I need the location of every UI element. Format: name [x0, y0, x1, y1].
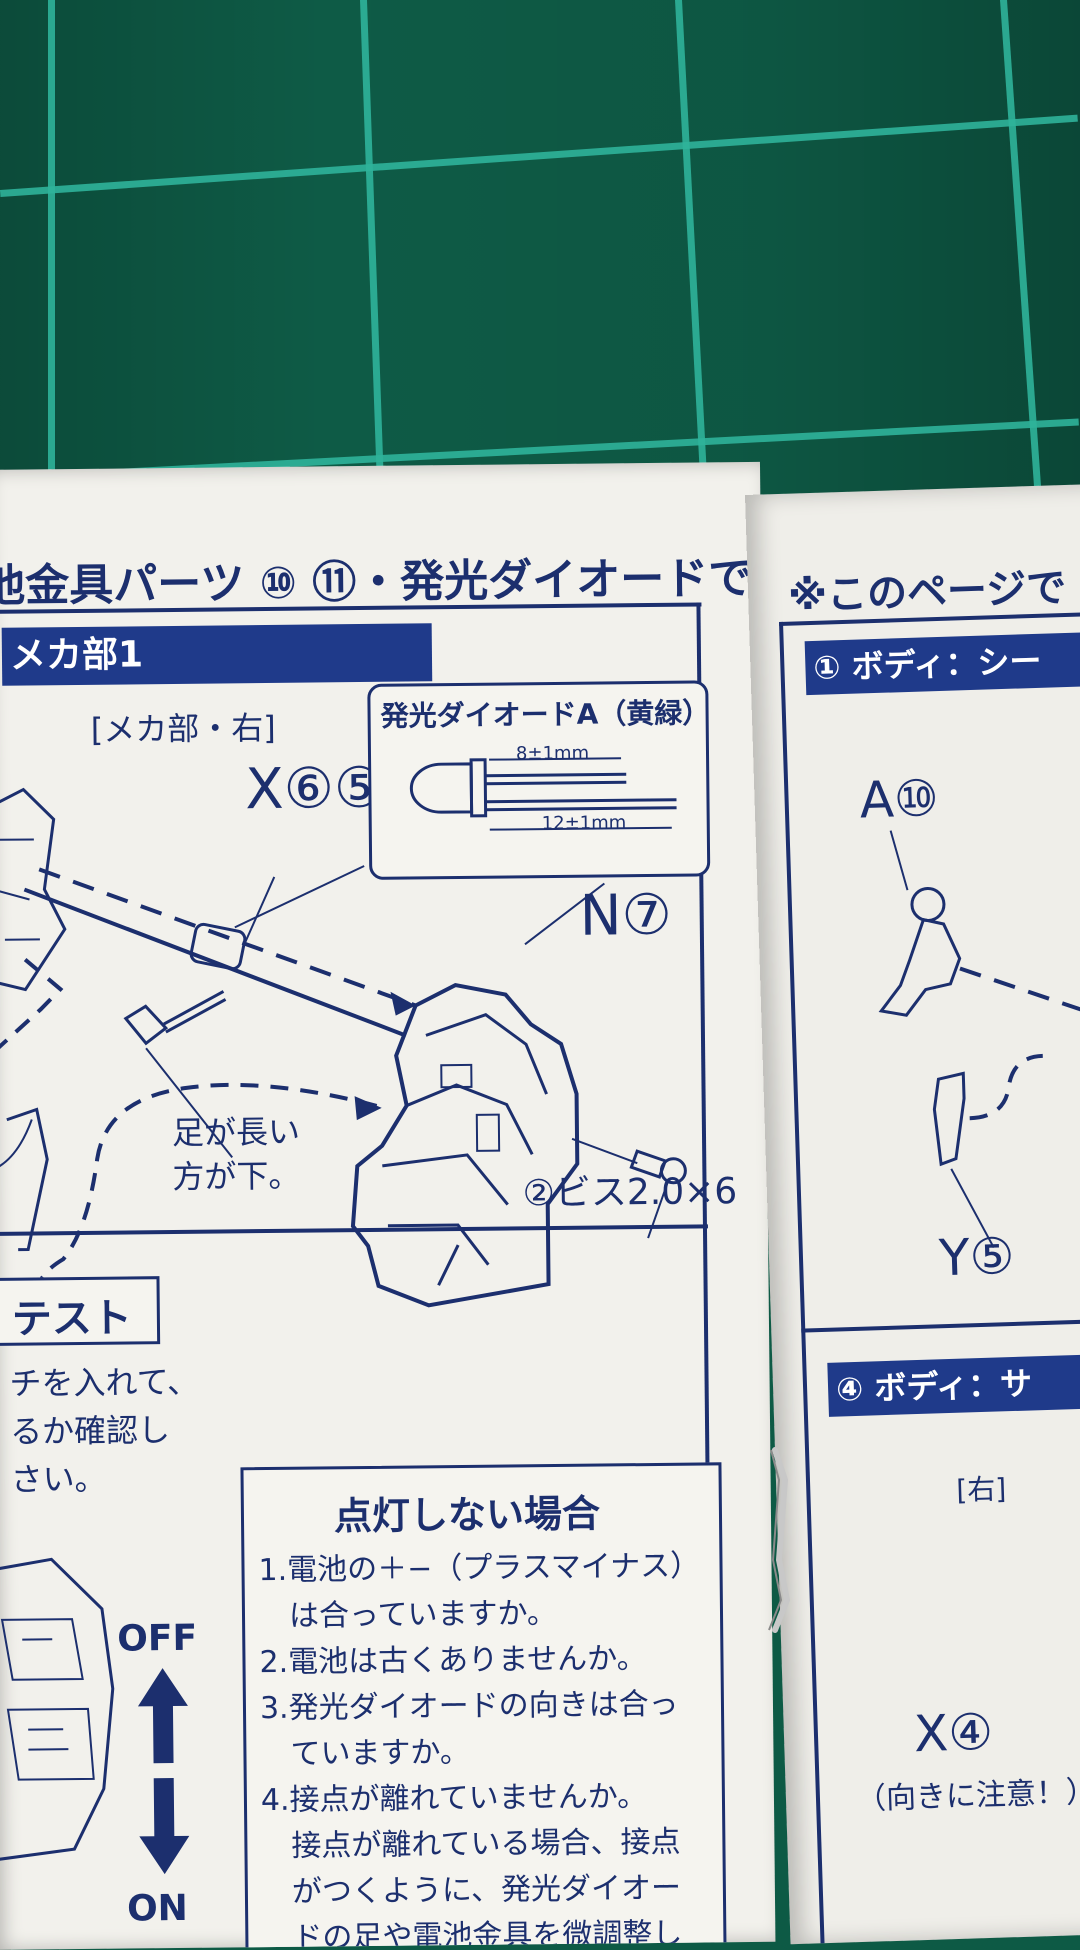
- test-text-line: チを入れて、: [9, 1362, 200, 1403]
- troubleshoot-list: 1.電池の＋−（プラスマイナス） は合っていますか。 2.電池は古くありませんか…: [258, 1544, 704, 1950]
- troubleshoot-item: 4.接点が離れていませんか。: [260, 1779, 648, 1819]
- part-label-y5: Y⑤: [938, 1226, 1016, 1288]
- test-title-box: テスト: [0, 1276, 161, 1347]
- troubleshoot-item: ドの足や電池金具を微調整し: [262, 1916, 683, 1950]
- test-text: チを入れて、 るか確認し さい。: [9, 1358, 200, 1504]
- switch-off-label: OFF: [117, 1617, 198, 1660]
- pilot-figure-diagram: [878, 830, 1080, 1249]
- right-side-label: [右]: [955, 1472, 1007, 1507]
- cutting-mat: [0, 0, 1080, 520]
- section-bar-mecha1: メカ部1: [1, 623, 433, 686]
- right-header-text: ※このページで: [787, 564, 1067, 620]
- troubleshoot-item: 3.発光ダイオードの向きは合っ: [259, 1686, 679, 1727]
- arrow-up-icon: [137, 1668, 188, 1764]
- orientation-note: （向きに注意！）: [855, 1774, 1080, 1818]
- left-page: 池金具パーツ ⑩ ⑪・発光ダイオードです。 メカ部1 [メカ部・右] X⑥⑤ 発…: [0, 461, 776, 1950]
- grid-line: [360, 0, 386, 520]
- switch-on-label: ON: [126, 1887, 189, 1930]
- leg-note-line2: 方が下。: [172, 1156, 301, 1197]
- test-text-line: さい。: [10, 1459, 107, 1499]
- grid-line: [0, 114, 1078, 197]
- part-label-x4: X④: [913, 1702, 994, 1764]
- test-text-line: るか確認し: [9, 1411, 171, 1451]
- led-callout-box: 発光ダイオードA（黄緑） 8±1mm 12±1mm: [367, 680, 710, 880]
- assembly-diagram: [0, 787, 687, 1342]
- screw-label: ②ビス2.0×6: [522, 1171, 738, 1215]
- staple: [768, 1447, 791, 1633]
- arrow-down-icon: [139, 1778, 190, 1875]
- troubleshoot-title: 点灯しない場合: [333, 1491, 601, 1539]
- grid-line: [48, 0, 55, 520]
- led-diagram: [409, 757, 677, 831]
- body-sketch: [0, 1557, 115, 1862]
- right-page: ※このページで ① ボディ：シー A⑩ Y⑤ ④ ボディ：サ [右] X④ （向…: [745, 483, 1080, 1945]
- troubleshoot-item: 接点が離れている場合、接点: [261, 1824, 681, 1865]
- troubleshoot-item: ていますか。: [260, 1734, 471, 1773]
- troubleshoot-item: は合っていますか。: [258, 1596, 558, 1635]
- troubleshoot-item: 2.電池は古くありませんか。: [259, 1641, 647, 1681]
- test-title: テスト: [11, 1295, 133, 1343]
- troubleshoot-item: がつくように、発光ダイオー: [261, 1870, 682, 1911]
- grid-line: [1000, 0, 1044, 519]
- leg-note-line1: 足が長い: [171, 1112, 301, 1153]
- section-bar-body-side: ④ ボディ：サ: [827, 1352, 1080, 1417]
- section-bar-body-seat: ① ボディ：シー: [804, 631, 1080, 696]
- troubleshoot-box: 点灯しない場合 1.電池の＋−（プラスマイナス） は合っていますか。 2.電池は…: [240, 1462, 727, 1950]
- troubleshoot-item: 1.電池の＋−（プラスマイナス）: [258, 1548, 701, 1589]
